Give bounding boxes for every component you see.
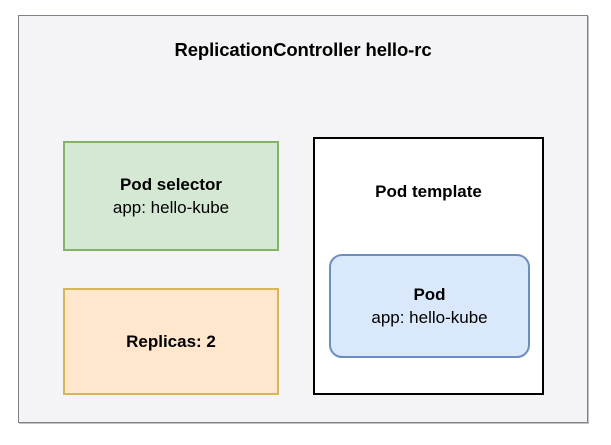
pod-template-box: Pod template Pod app: hello-kube <box>313 137 544 395</box>
pod-selector-subtitle: app: hello-kube <box>112 197 230 217</box>
replicas-box: Replicas: 2 <box>63 288 279 395</box>
pod-subtitle: app: hello-kube <box>371 307 488 327</box>
pod-title: Pod <box>413 284 446 304</box>
replication-controller-container: ReplicationController hello-rc Pod selec… <box>18 15 588 423</box>
replicas-label: Replicas: 2 <box>126 331 216 351</box>
pod-template-title: Pod template <box>375 182 482 201</box>
pod-selector-title: Pod selector <box>119 174 223 194</box>
pod-selector-box: Pod selector app: hello-kube <box>63 141 279 251</box>
replication-controller-title: ReplicationController hello-rc <box>174 39 432 60</box>
pod-box: Pod app: hello-kube <box>329 254 530 358</box>
